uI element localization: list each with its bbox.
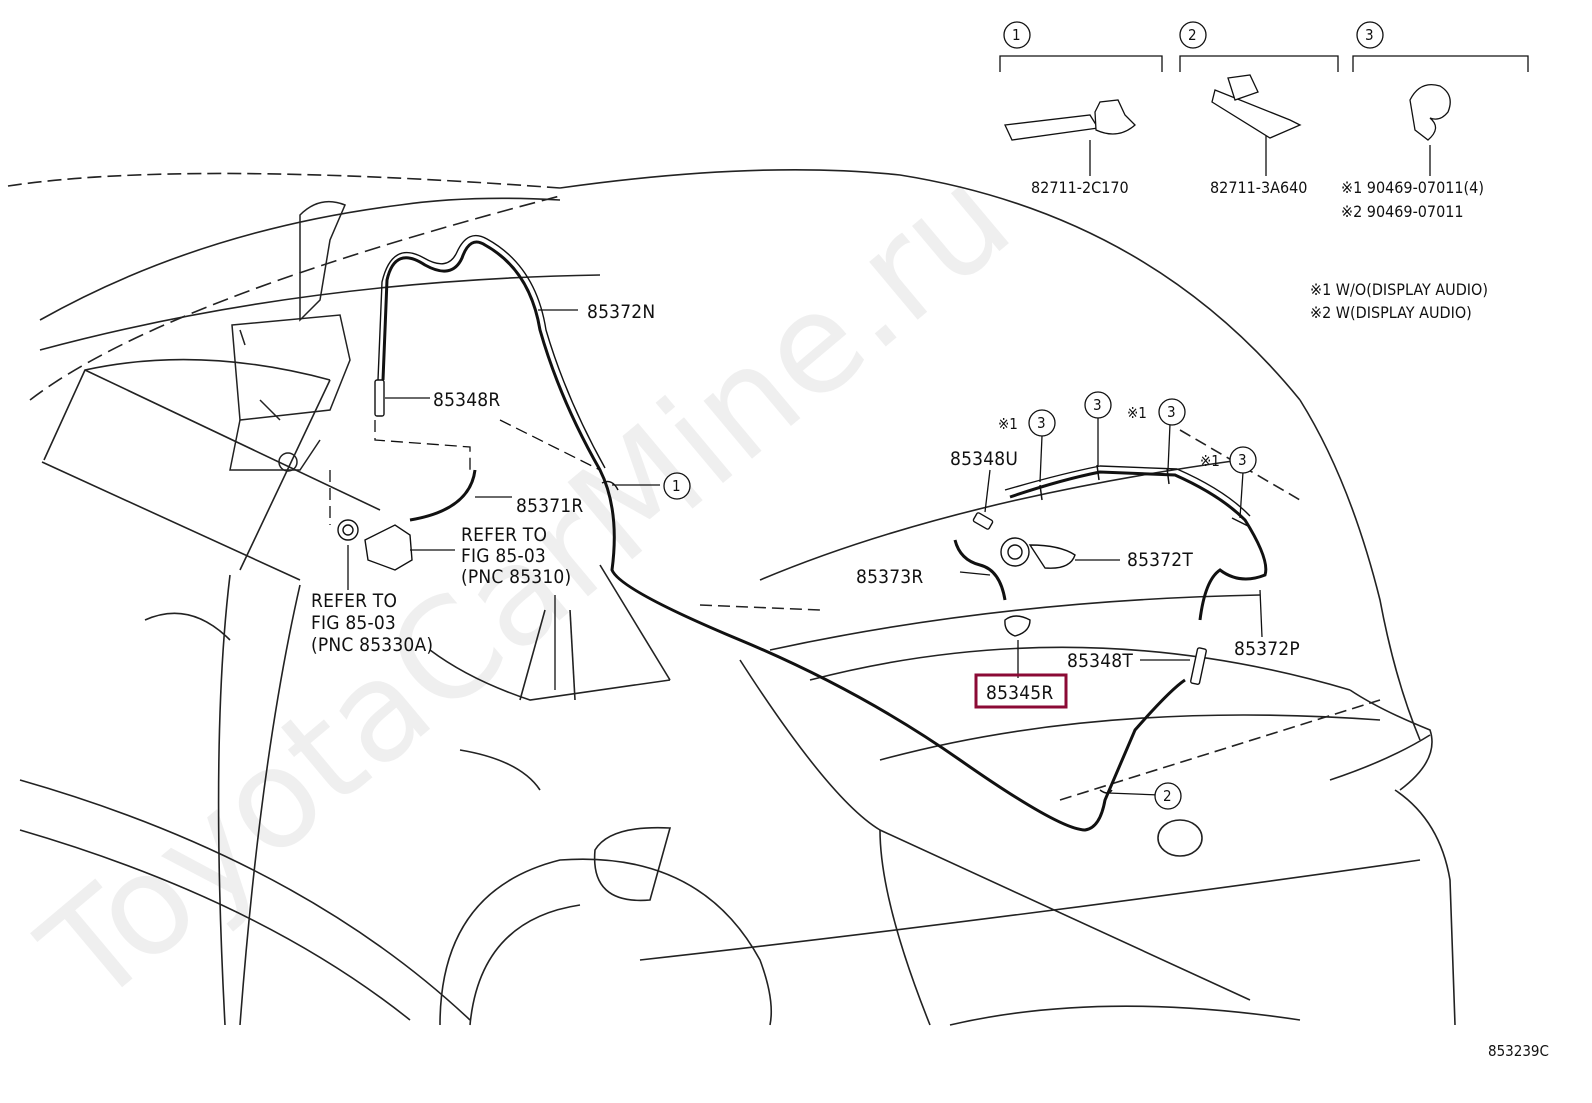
note-mark-c: ※1 (1200, 452, 1220, 470)
inset-part-2: 82711-3A640 (1210, 178, 1307, 197)
inset-part-1: 82711-2C170 (1031, 178, 1129, 197)
joint-85348U (972, 512, 994, 530)
clip-1-icon (1004, 114, 1100, 141)
car-body-outline (7, 168, 1456, 1026)
leader-lines (347, 309, 1263, 796)
inset-brackets (999, 55, 1529, 176)
refer-pump[interactable]: REFER TO FIG 85-03 (PNC 85310) (461, 524, 571, 588)
inset-part-3a: ※1 90469-07011(4) (1341, 178, 1484, 197)
joint-85348T (1190, 647, 1207, 685)
joint-85348R (374, 379, 385, 417)
hose-clamps (601, 464, 1249, 794)
label-85348R: 85348R (433, 389, 500, 411)
inset-num-1: 1 (1012, 26, 1021, 44)
label-85345R[interactable]: 85345R (986, 682, 1053, 704)
label-85372N: 85372N (587, 301, 655, 323)
label-85371R: 85371R (516, 495, 583, 517)
callout-3a: 3 (1037, 414, 1046, 432)
label-85348U: 85348U (950, 448, 1018, 470)
check-valve (1004, 615, 1031, 637)
refer-grommet-line3: (PNC 85330A) (311, 634, 433, 656)
washer-hoses (381, 240, 1268, 832)
note-mark-a: ※1 (998, 415, 1018, 433)
label-85373R: 85373R (856, 566, 923, 588)
note-mark-b: ※1 (1127, 404, 1147, 422)
clip-3-icon (1409, 83, 1451, 141)
callout-1: 1 (672, 477, 681, 495)
clip-drawings (1004, 74, 1451, 141)
callout-3c: 3 (1167, 403, 1176, 421)
inset-num-3: 3 (1365, 26, 1374, 44)
inset-num-2: 2 (1188, 26, 1197, 44)
refer-grommet-line1: REFER TO (311, 590, 397, 612)
highlight-box[interactable] (974, 673, 1068, 709)
label-85372P: 85372P (1234, 638, 1300, 660)
callout-circles (663, 391, 1257, 810)
label-85348T: 85348T (1067, 650, 1133, 672)
figure-id: 853239C (1488, 1042, 1549, 1060)
callout-2: 2 (1163, 787, 1172, 805)
refer-grommet-line2: FIG 85-03 (311, 612, 396, 634)
note-1: ※1 W/O(DISPLAY AUDIO) (1310, 280, 1488, 299)
small-parts (337, 379, 1207, 685)
dashed-guides (329, 419, 601, 525)
hose-outlines (377, 234, 1251, 517)
callout-3b: 3 (1093, 396, 1102, 414)
inset-circles (1003, 21, 1384, 49)
clip-2-icon (1211, 89, 1302, 139)
label-85372T: 85372T (1127, 549, 1193, 571)
note-2: ※2 W(DISPLAY AUDIO) (1310, 303, 1472, 322)
refer-pump-line1: REFER TO (461, 524, 547, 546)
refer-pump-line3: (PNC 85310) (461, 566, 571, 588)
washer-pump (364, 524, 413, 571)
refer-grommet[interactable]: REFER TO FIG 85-03 (PNC 85330A) (311, 590, 433, 656)
washer-tank (229, 200, 351, 472)
refer-pump-line2: FIG 85-03 (461, 545, 546, 567)
inset-part-3b: ※2 90469-07011 (1341, 202, 1464, 221)
callout-3d: 3 (1238, 451, 1247, 469)
